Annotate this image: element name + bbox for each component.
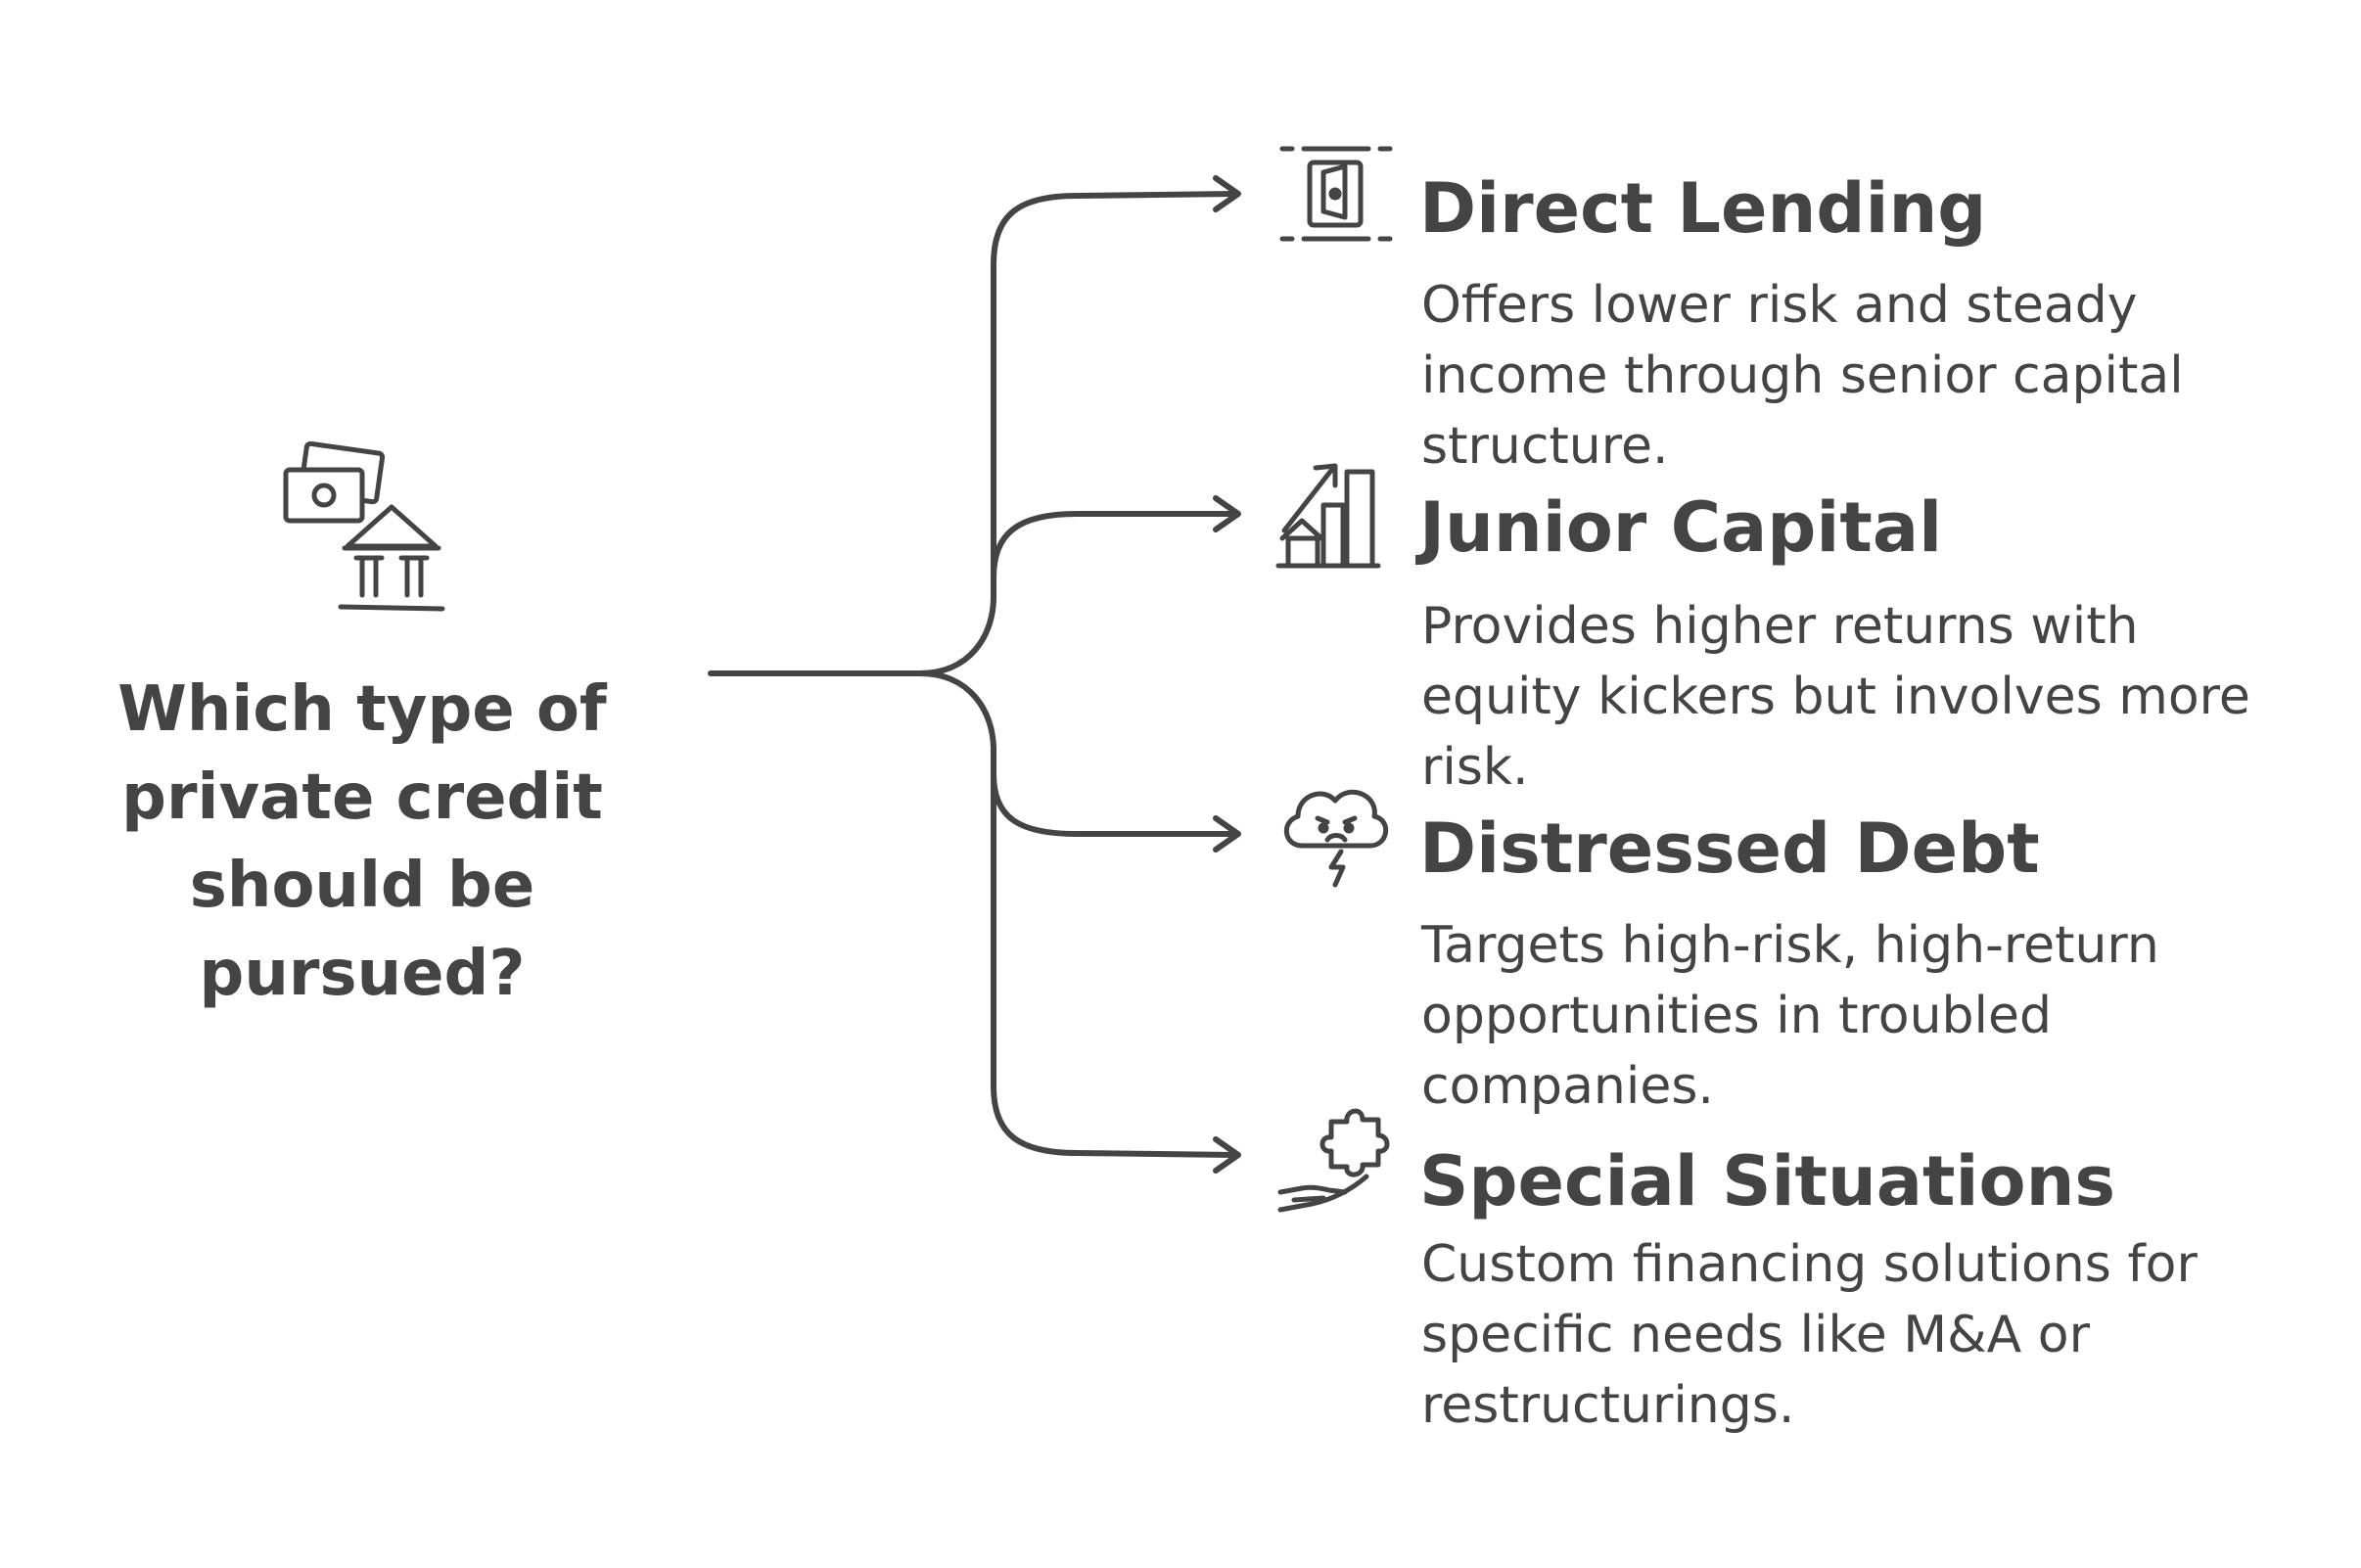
money-bank-icon [283, 440, 445, 612]
connector-branch-4 [991, 747, 1238, 1158]
arrowhead-3 [1213, 815, 1241, 853]
option-desc-direct-lending: Offers lower risk and steady income thro… [1421, 276, 2184, 476]
arrowhead-2 [1213, 495, 1241, 532]
central-question: Which type of private credit should be p… [117, 673, 607, 1010]
option-desc-distressed-debt: Targets high-risk, high-return opportuni… [1421, 916, 2159, 1116]
hand-puzzle-icon [1277, 1108, 1390, 1213]
option-title-special-situations: Special Situations [1419, 1141, 2116, 1222]
option-title-direct-lending: Direct Lending [1419, 168, 1987, 249]
option-desc-junior-capital: Provides higher returns with equity kick… [1421, 597, 2250, 797]
storm-cloud-icon [1284, 789, 1388, 888]
connector-branch-1 [991, 191, 1238, 600]
connector-branch-3 [991, 747, 1238, 837]
connector-fork-up [917, 594, 996, 676]
house-growth-chart-icon [1275, 463, 1381, 569]
door-icon [1279, 146, 1393, 242]
connector-fork-down [917, 670, 996, 753]
option-title-distressed-debt: Distressed Debt [1419, 808, 2040, 889]
arrowhead-1 [1213, 175, 1241, 212]
option-title-junior-capital: Junior Capital [1419, 487, 1943, 568]
connector-branch-2 [991, 511, 1238, 600]
arrowhead-4 [1213, 1136, 1241, 1174]
option-desc-special-situations: Custom financing solutions for specific … [1421, 1235, 2198, 1435]
